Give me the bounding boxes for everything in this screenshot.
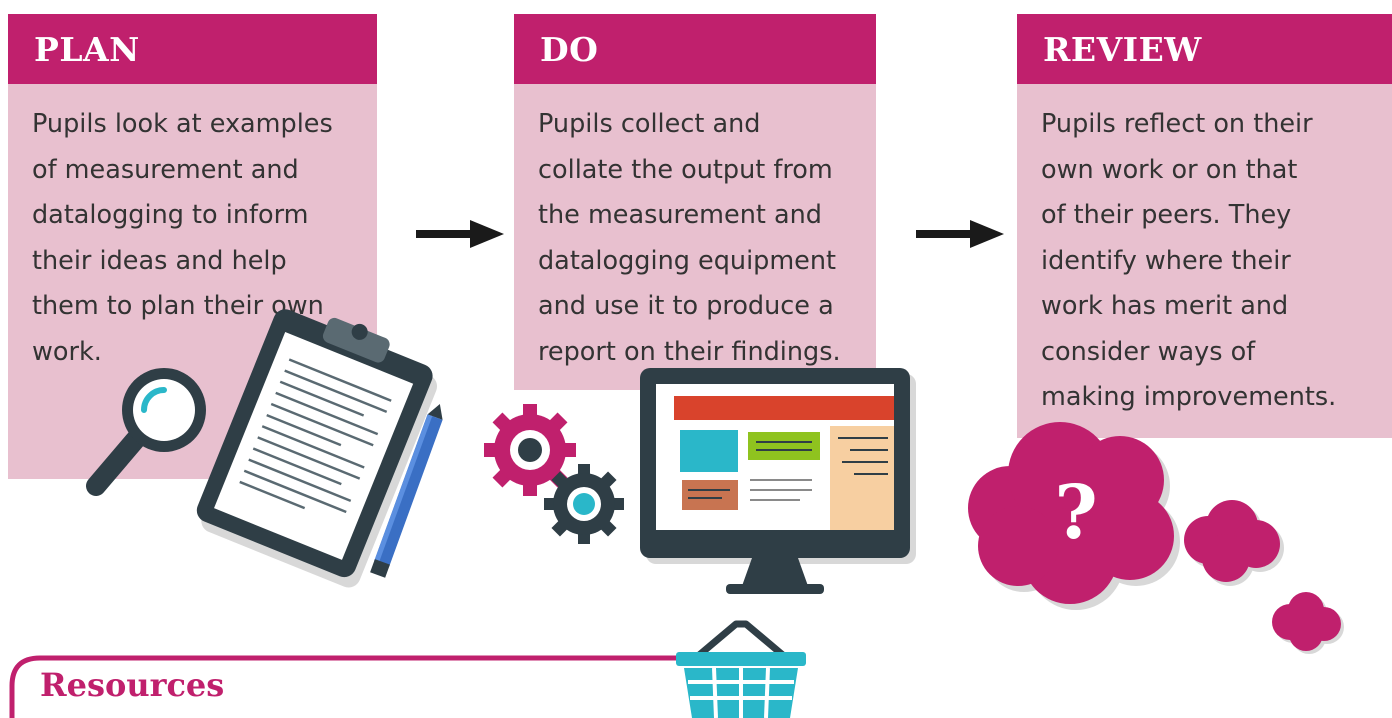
resources-section: Resources [0, 648, 700, 718]
gears-icon [484, 404, 624, 544]
text-line: work. [32, 336, 102, 367]
do-title: DO [540, 29, 599, 69]
do-column: DO Pupils collect and collate the output… [514, 14, 876, 390]
review-body: Pupils reflect on their own work or on t… [1017, 84, 1392, 438]
review-header: REVIEW [1017, 14, 1392, 84]
text-line: report on their findings. [538, 336, 841, 367]
plan-header: PLAN [8, 14, 377, 84]
text-line: collate the output from [538, 154, 833, 185]
text-line: their ideas and help [32, 245, 287, 276]
review-column: REVIEW Pupils reflect on their own work … [1017, 14, 1392, 438]
resources-title: Resources [40, 666, 225, 704]
text-line: work has merit and [1041, 291, 1289, 321]
review-description: Pupils reflect on their own work or on t… [1041, 102, 1392, 421]
text-line: and use it to produce a [538, 291, 834, 321]
text-line: Pupils look at examples [32, 109, 333, 139]
do-body: Pupils collect and collate the output fr… [514, 84, 876, 390]
do-description: Pupils collect and collate the output fr… [538, 102, 876, 375]
resources-frame [9, 655, 690, 718]
text-line: consider ways of [1041, 336, 1256, 367]
thought-cloud-icon: ? [968, 422, 1344, 654]
clipboard-icon [196, 309, 438, 588]
text-line: datalogging equipment [538, 245, 837, 276]
do-header: DO [514, 14, 876, 84]
monitor-icon [640, 368, 916, 594]
text-line: Pupils reflect on their [1041, 109, 1313, 139]
review-title: REVIEW [1043, 29, 1202, 69]
text-line: making improvements. [1041, 382, 1337, 412]
text-line: identify where their [1041, 245, 1291, 276]
text-line: the measurement and [538, 200, 822, 230]
text-line: of their peers. They [1041, 200, 1292, 230]
text-line: Pupils collect and [538, 109, 761, 139]
plan-description: Pupils look at examples of measurement a… [32, 102, 377, 375]
pencil-icon [370, 403, 443, 578]
text-line: datalogging to inform [32, 200, 309, 230]
arrow-icon [416, 220, 504, 248]
basket-icon [676, 620, 806, 718]
magnifier-icon [86, 368, 206, 496]
plan-title: PLAN [34, 29, 140, 69]
arrow-icon [916, 220, 1004, 248]
text-line: of measurement and [32, 154, 299, 185]
text-line: own work or on that [1041, 154, 1298, 185]
question-mark: ? [1054, 470, 1097, 556]
